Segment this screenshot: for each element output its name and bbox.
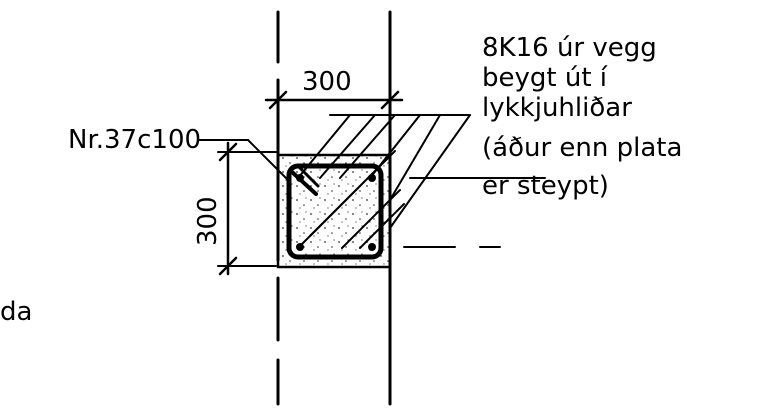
stirrup-loop	[286, 163, 384, 260]
stirrup-label: Nr.37c100	[68, 125, 201, 155]
note-line-3: lykkjuhliðar	[482, 93, 632, 123]
bent-bars-leader	[297, 114, 471, 249]
note-line-1: 8K16 úr vegg	[482, 33, 657, 63]
side-dimension-text: 300	[193, 196, 223, 246]
note-line-5: er steypt)	[482, 171, 609, 201]
partial-text: da	[0, 297, 32, 327]
rebar-note: 8K16 úr vegg beygt út í lykkjuhliðar (áð…	[482, 33, 682, 201]
note-line-4: (áður enn plata	[482, 133, 682, 163]
note-line-2: beygt út í	[482, 63, 608, 93]
top-dimension-text: 300	[302, 67, 352, 97]
side-dimension-line	[217, 141, 277, 276]
stirrup-label-leader	[197, 139, 291, 183]
top-dimension-line	[264, 90, 404, 110]
slab-outline-dashed	[403, 177, 546, 248]
